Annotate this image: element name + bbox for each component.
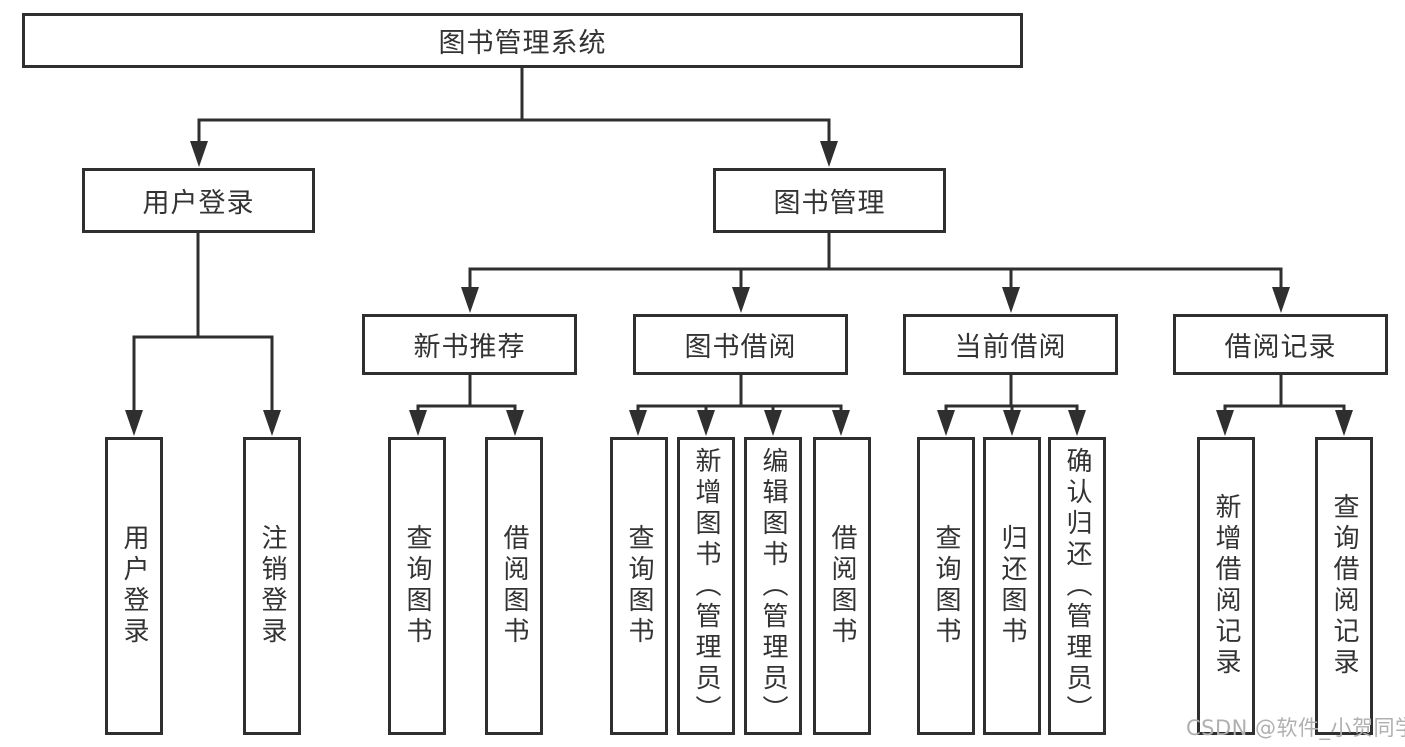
connector-new-book-to-leaves — [416, 375, 517, 412]
leaf-add-borrow-record: 新增借阅记录 — [1197, 437, 1255, 735]
leaf-edit-books-admin: 编辑图书（管理员） — [744, 437, 802, 735]
node-label: 查询图书 — [931, 524, 961, 648]
leaf-query-borrow-record: 查询借阅记录 — [1315, 437, 1373, 735]
arrow-down-icon — [125, 410, 143, 436]
arrow-down-icon — [1335, 410, 1353, 436]
node-user-login: 用户登录 — [82, 168, 315, 233]
node-borrow-record: 借阅记录 — [1173, 314, 1388, 375]
node-label: 借阅记录 — [1224, 332, 1337, 363]
arrow-down-icon — [409, 410, 427, 436]
arrow-down-icon — [697, 410, 715, 436]
node-book-borrow: 图书借阅 — [633, 314, 848, 375]
connector-current-borrow-to-leaves — [944, 375, 1079, 412]
arrow-down-icon — [832, 410, 850, 436]
arrow-down-icon — [506, 410, 524, 436]
connector-book-management-to-level3 — [468, 233, 1283, 288]
arrow-down-icon — [461, 287, 479, 313]
leaf-query-books-recommend: 查询图书 — [388, 437, 446, 735]
arrow-down-icon — [1002, 287, 1020, 313]
node-label: 借阅图书 — [827, 524, 857, 648]
leaf-borrow-books-recommend: 借阅图书 — [485, 437, 543, 735]
arrow-down-icon — [190, 141, 208, 167]
leaf-query-books-current: 查询图书 — [917, 437, 975, 735]
connector-book-borrow-to-leaves — [636, 375, 843, 412]
leaf-add-books-admin: 新增图书（管理员） — [677, 437, 735, 735]
arrow-down-icon — [1272, 287, 1290, 313]
arrow-down-icon — [629, 410, 647, 436]
arrow-down-icon — [820, 141, 838, 167]
node-label: 当前借阅 — [954, 332, 1067, 363]
arrow-down-icon — [263, 410, 281, 436]
arrow-down-icon — [1003, 410, 1021, 436]
node-label: 借阅图书 — [499, 524, 529, 648]
leaf-return-books: 归还图书 — [983, 437, 1041, 735]
node-label: 确认归还（管理员） — [1062, 446, 1092, 726]
leaf-borrow-books: 借阅图书 — [813, 437, 871, 735]
node-label: 图书管理系统 — [438, 28, 607, 59]
arrow-down-icon — [937, 410, 955, 436]
node-label: 用户登录 — [142, 188, 255, 219]
connector-borrow-record-to-leaves — [1223, 375, 1346, 412]
arrow-down-icon — [1216, 410, 1234, 436]
node-label: 新增图书（管理员） — [691, 446, 721, 726]
node-label: 图书管理 — [773, 188, 886, 219]
node-label: 图书借阅 — [684, 332, 797, 363]
node-new-book-recommend: 新书推荐 — [362, 314, 577, 375]
connector-root-to-level2 — [197, 68, 831, 142]
node-label: 新书推荐 — [413, 332, 526, 363]
arrow-down-icon — [732, 287, 750, 313]
arrow-down-icon — [764, 410, 782, 436]
node-label: 归还图书 — [997, 524, 1027, 648]
node-label: 用户登录 — [119, 524, 149, 648]
arrow-down-icon — [1068, 410, 1086, 436]
node-book-management: 图书管理 — [713, 168, 946, 233]
watermark: CSDN @软件_小贺同学 — [1186, 716, 1405, 740]
leaf-confirm-return-admin: 确认归还（管理员） — [1048, 437, 1106, 735]
node-current-borrow: 当前借阅 — [903, 314, 1118, 375]
leaf-logout: 注销登录 — [243, 437, 301, 735]
connector-user-login-to-leaves — [132, 233, 274, 411]
node-label: 新增借阅记录 — [1211, 493, 1241, 679]
leaf-query-books-borrow: 查询图书 — [610, 437, 668, 735]
node-root-system: 图书管理系统 — [22, 13, 1023, 68]
node-label: 编辑图书（管理员） — [758, 446, 788, 726]
node-label: 查询借阅记录 — [1329, 493, 1359, 679]
node-label: 查询图书 — [402, 524, 432, 648]
leaf-user-login: 用户登录 — [105, 437, 163, 735]
node-label: 注销登录 — [257, 524, 287, 648]
node-label: 查询图书 — [624, 524, 654, 648]
